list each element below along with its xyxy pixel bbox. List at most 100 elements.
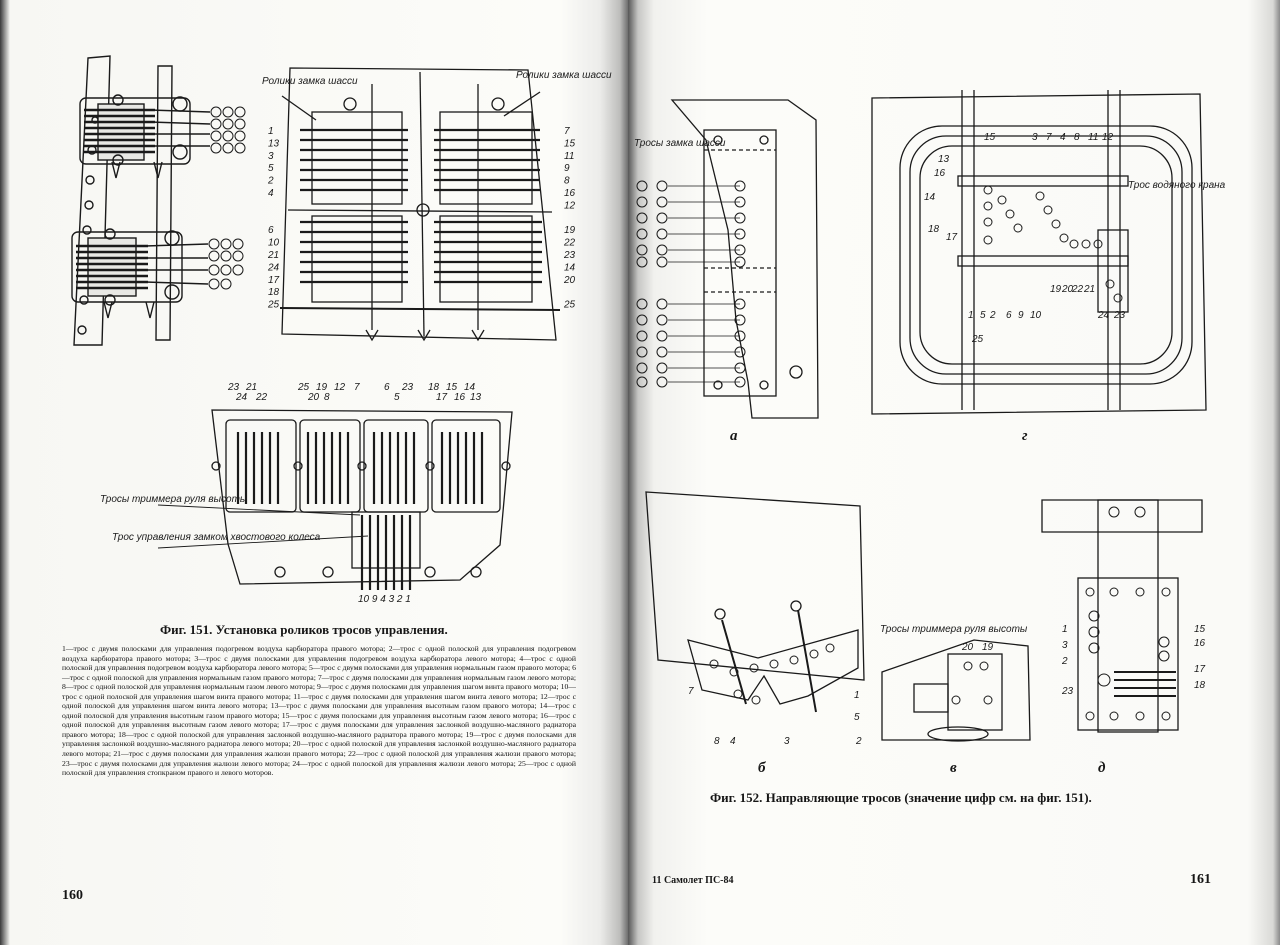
cable-roller-circle <box>734 298 746 310</box>
cable-roller-circle <box>734 330 746 342</box>
fig-b-number: 7 <box>688 686 694 697</box>
fig-b-number: 3 <box>784 736 790 747</box>
fig-g-top-number: 3 <box>1032 132 1038 143</box>
fig-g-top-number: 4 <box>1060 132 1066 143</box>
cable-number-left: 25 <box>267 300 280 311</box>
fig-g-left-number: 17 <box>946 232 958 243</box>
cable-roller-circle <box>636 196 648 208</box>
fig-v-number: 19 <box>982 642 994 653</box>
fig-g-bottom-number: 20 <box>1061 284 1074 295</box>
trimmer-cables-label-1: Тросы триммера руля высоты <box>100 494 248 505</box>
cable-number-top: 12 <box>334 382 346 393</box>
cable-roller-circle <box>656 330 668 342</box>
fig-g-bottom-number: 9 <box>1018 310 1024 321</box>
fig-g-label: Трос водяного крана <box>1128 180 1226 191</box>
fig-d-right-number: 16 <box>1194 638 1206 649</box>
cable-number-right: 15 <box>564 138 576 149</box>
fig-g-left-number: 14 <box>924 192 936 203</box>
fig-g-bottom-number: 24 <box>1097 310 1110 321</box>
fig151-top-left-drawing <box>71 55 246 346</box>
cable-roller-circle <box>656 346 668 358</box>
bottom-numbers: 10 9 4 3 2 1 <box>358 594 411 605</box>
fig-b-sublabel: б <box>758 760 766 776</box>
fig-v-label: Тросы триммера руля высоты <box>880 624 1028 635</box>
cable-roller-circle <box>636 376 648 388</box>
fig-g-bottom-number: 19 <box>1050 284 1062 295</box>
cable-number-left: 5 <box>268 163 274 174</box>
cable-number-top: 5 <box>394 392 400 403</box>
cable-roller-circle <box>636 330 648 342</box>
cable-roller-circle <box>656 362 668 374</box>
fig-d-left-number: 23 <box>1061 686 1074 697</box>
cable-number-right: 23 <box>563 250 576 261</box>
cable-roller-circle <box>656 376 668 388</box>
cable-number-top: 7 <box>354 382 360 393</box>
cable-number-top: 8 <box>324 392 330 403</box>
fig-d-left-number: 1 <box>1062 624 1068 635</box>
fig-d-left-number: 2 <box>1061 656 1068 667</box>
cable-number-top: 6 <box>384 382 390 393</box>
cable-number-left: 18 <box>268 287 280 298</box>
tail-wheel-lock-label: Трос управления замком хвостового колеса <box>112 532 321 543</box>
cable-roller-circle <box>656 244 668 256</box>
cable-roller-circle <box>636 298 648 310</box>
cable-number-right: 8 <box>564 176 570 187</box>
cable-roller-circle <box>734 314 746 326</box>
cable-roller-circle <box>734 244 746 256</box>
cable-roller-circle <box>636 362 648 374</box>
fig-g-bottom-number: 21 <box>1083 284 1095 295</box>
fig-v-sublabel: в <box>950 760 957 776</box>
cable-number-top: 17 <box>436 392 448 403</box>
cable-number-left: 13 <box>268 138 280 149</box>
fig-g-bottom-number: 6 <box>1006 310 1012 321</box>
cable-number-top: 21 <box>245 382 257 393</box>
cable-number-top: 23 <box>227 382 240 393</box>
fig-g-left-number: 16 <box>934 168 946 179</box>
cable-number-right: 7 <box>564 126 570 137</box>
cable-number-top: 13 <box>470 392 482 403</box>
cable-roller-circle <box>734 362 746 374</box>
cable-roller-circle <box>656 196 668 208</box>
cable-roller-circle <box>656 298 668 310</box>
fig-d-right-number: 18 <box>1194 680 1206 691</box>
cable-roller-circle <box>636 228 648 240</box>
cable-number-right: 16 <box>564 188 576 199</box>
fig152-caption: Фиг. 152. Направляющие тросов (значение … <box>710 790 1092 805</box>
fig-g-bottom-number: 25 <box>971 334 984 345</box>
fig-g-bottom-number: 23 <box>1113 310 1126 321</box>
fig-a-sublabel: а <box>730 428 738 444</box>
cable-roller-circle <box>656 180 668 192</box>
cable-number-top: 19 <box>316 382 328 393</box>
cable-roller-circle <box>636 244 648 256</box>
roller-label-right: Ролики замка шасси <box>516 70 612 81</box>
fig-g-left-number: 13 <box>938 154 950 165</box>
fig-v-number: 20 <box>961 642 974 653</box>
fig-g-bottom-number: 2 <box>989 310 996 321</box>
cable-number-right: 12 <box>564 200 576 211</box>
fig-g-bottom-number: 1 <box>968 310 974 321</box>
page-number-right: 161 <box>1190 872 1211 887</box>
cable-roller-circle <box>734 196 746 208</box>
fig151-caption: Фиг. 151. Установка роликов тросов управ… <box>160 622 448 637</box>
cable-number-top: 25 <box>297 382 310 393</box>
cable-roller-circle <box>636 314 648 326</box>
cable-number-top: 14 <box>464 382 476 393</box>
fig-b-number: 4 <box>730 736 736 747</box>
fig-d-sublabel: д <box>1098 760 1106 776</box>
cable-number-left: 4 <box>268 188 274 199</box>
cable-roller-circle <box>656 228 668 240</box>
cable-roller-circle <box>734 180 746 192</box>
cable-number-right: 9 <box>564 163 570 174</box>
cable-roller-circle <box>656 256 668 268</box>
fig-g-top-number: 15 <box>984 132 996 143</box>
cable-roller-circle <box>656 314 668 326</box>
cable-number-right: 14 <box>564 262 576 273</box>
cable-roller-circle <box>636 346 648 358</box>
fig-a-label: Тросы замка шасси <box>634 138 726 149</box>
fig-g-bottom-number: 22 <box>1071 284 1084 295</box>
footer-left: 11 Самолет ПС-84 <box>652 875 734 886</box>
fig-g-bottom-number: 10 <box>1030 310 1042 321</box>
